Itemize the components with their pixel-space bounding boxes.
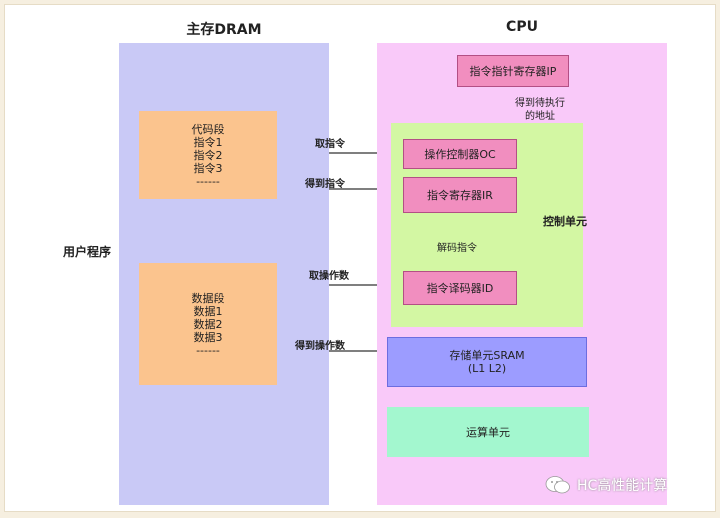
arithmetic-unit: 运算单元 [387, 407, 589, 457]
watermark-text: HC高性能计算 [577, 478, 668, 494]
data-segment-line: 数据段 [191, 291, 225, 305]
code-segment-line: 指令3 [193, 161, 223, 175]
sram-line: (L1 L2) [467, 362, 507, 375]
get-instruction-label: 得到指令 [305, 179, 345, 190]
storage-unit-sram: 存储单元SRAM (L1 L2) [387, 337, 587, 387]
data-segment-line: 数据3 [193, 330, 223, 344]
code-segment: 代码段 指令1 指令2 指令3 ------ [139, 111, 277, 199]
architecture-diagram: 主存DRAM 代码段 指令1 指令2 指令3 ------ 数据段 数据1 数据… [4, 4, 716, 512]
code-segment-line: 代码段 [191, 122, 225, 136]
instruction-register: 指令寄存器IR [403, 177, 517, 213]
watermark: HC高性能计算 [545, 475, 667, 495]
target-address-line: 得到待执行 [515, 98, 565, 109]
decode-label: 解码指令 [437, 243, 477, 254]
cpu-title: CPU [506, 19, 538, 35]
target-address-label: 得到待执行 的地址 [515, 97, 565, 123]
get-operand-label: 得到操作数 [295, 341, 345, 352]
data-segment-line: 数据1 [193, 304, 223, 318]
code-segment-line: 指令2 [193, 148, 223, 162]
instruction-pointer-register: 指令指针寄存器IP [457, 55, 569, 87]
target-address-line: 的地址 [525, 111, 555, 122]
data-segment: 数据段 数据1 数据2 数据3 ------ [139, 263, 277, 385]
wechat-icon [545, 476, 570, 494]
code-segment-line: 指令1 [193, 135, 223, 149]
fetch-operand-label: 取操作数 [309, 271, 349, 282]
data-segment-line: ------ [196, 343, 220, 357]
sram-line: 存储单元SRAM [449, 349, 525, 362]
fetch-instruction-label: 取指令 [315, 139, 345, 150]
data-segment-line: 数据2 [193, 317, 223, 331]
dram-title: 主存DRAM [186, 22, 262, 38]
user-program-label: 用户程序 [63, 245, 112, 259]
operation-controller: 操作控制器OC [403, 139, 517, 169]
control-unit-label: 控制单元 [543, 215, 587, 228]
code-segment-line: ------ [196, 174, 220, 188]
instruction-decoder: 指令译码器ID [403, 271, 517, 305]
